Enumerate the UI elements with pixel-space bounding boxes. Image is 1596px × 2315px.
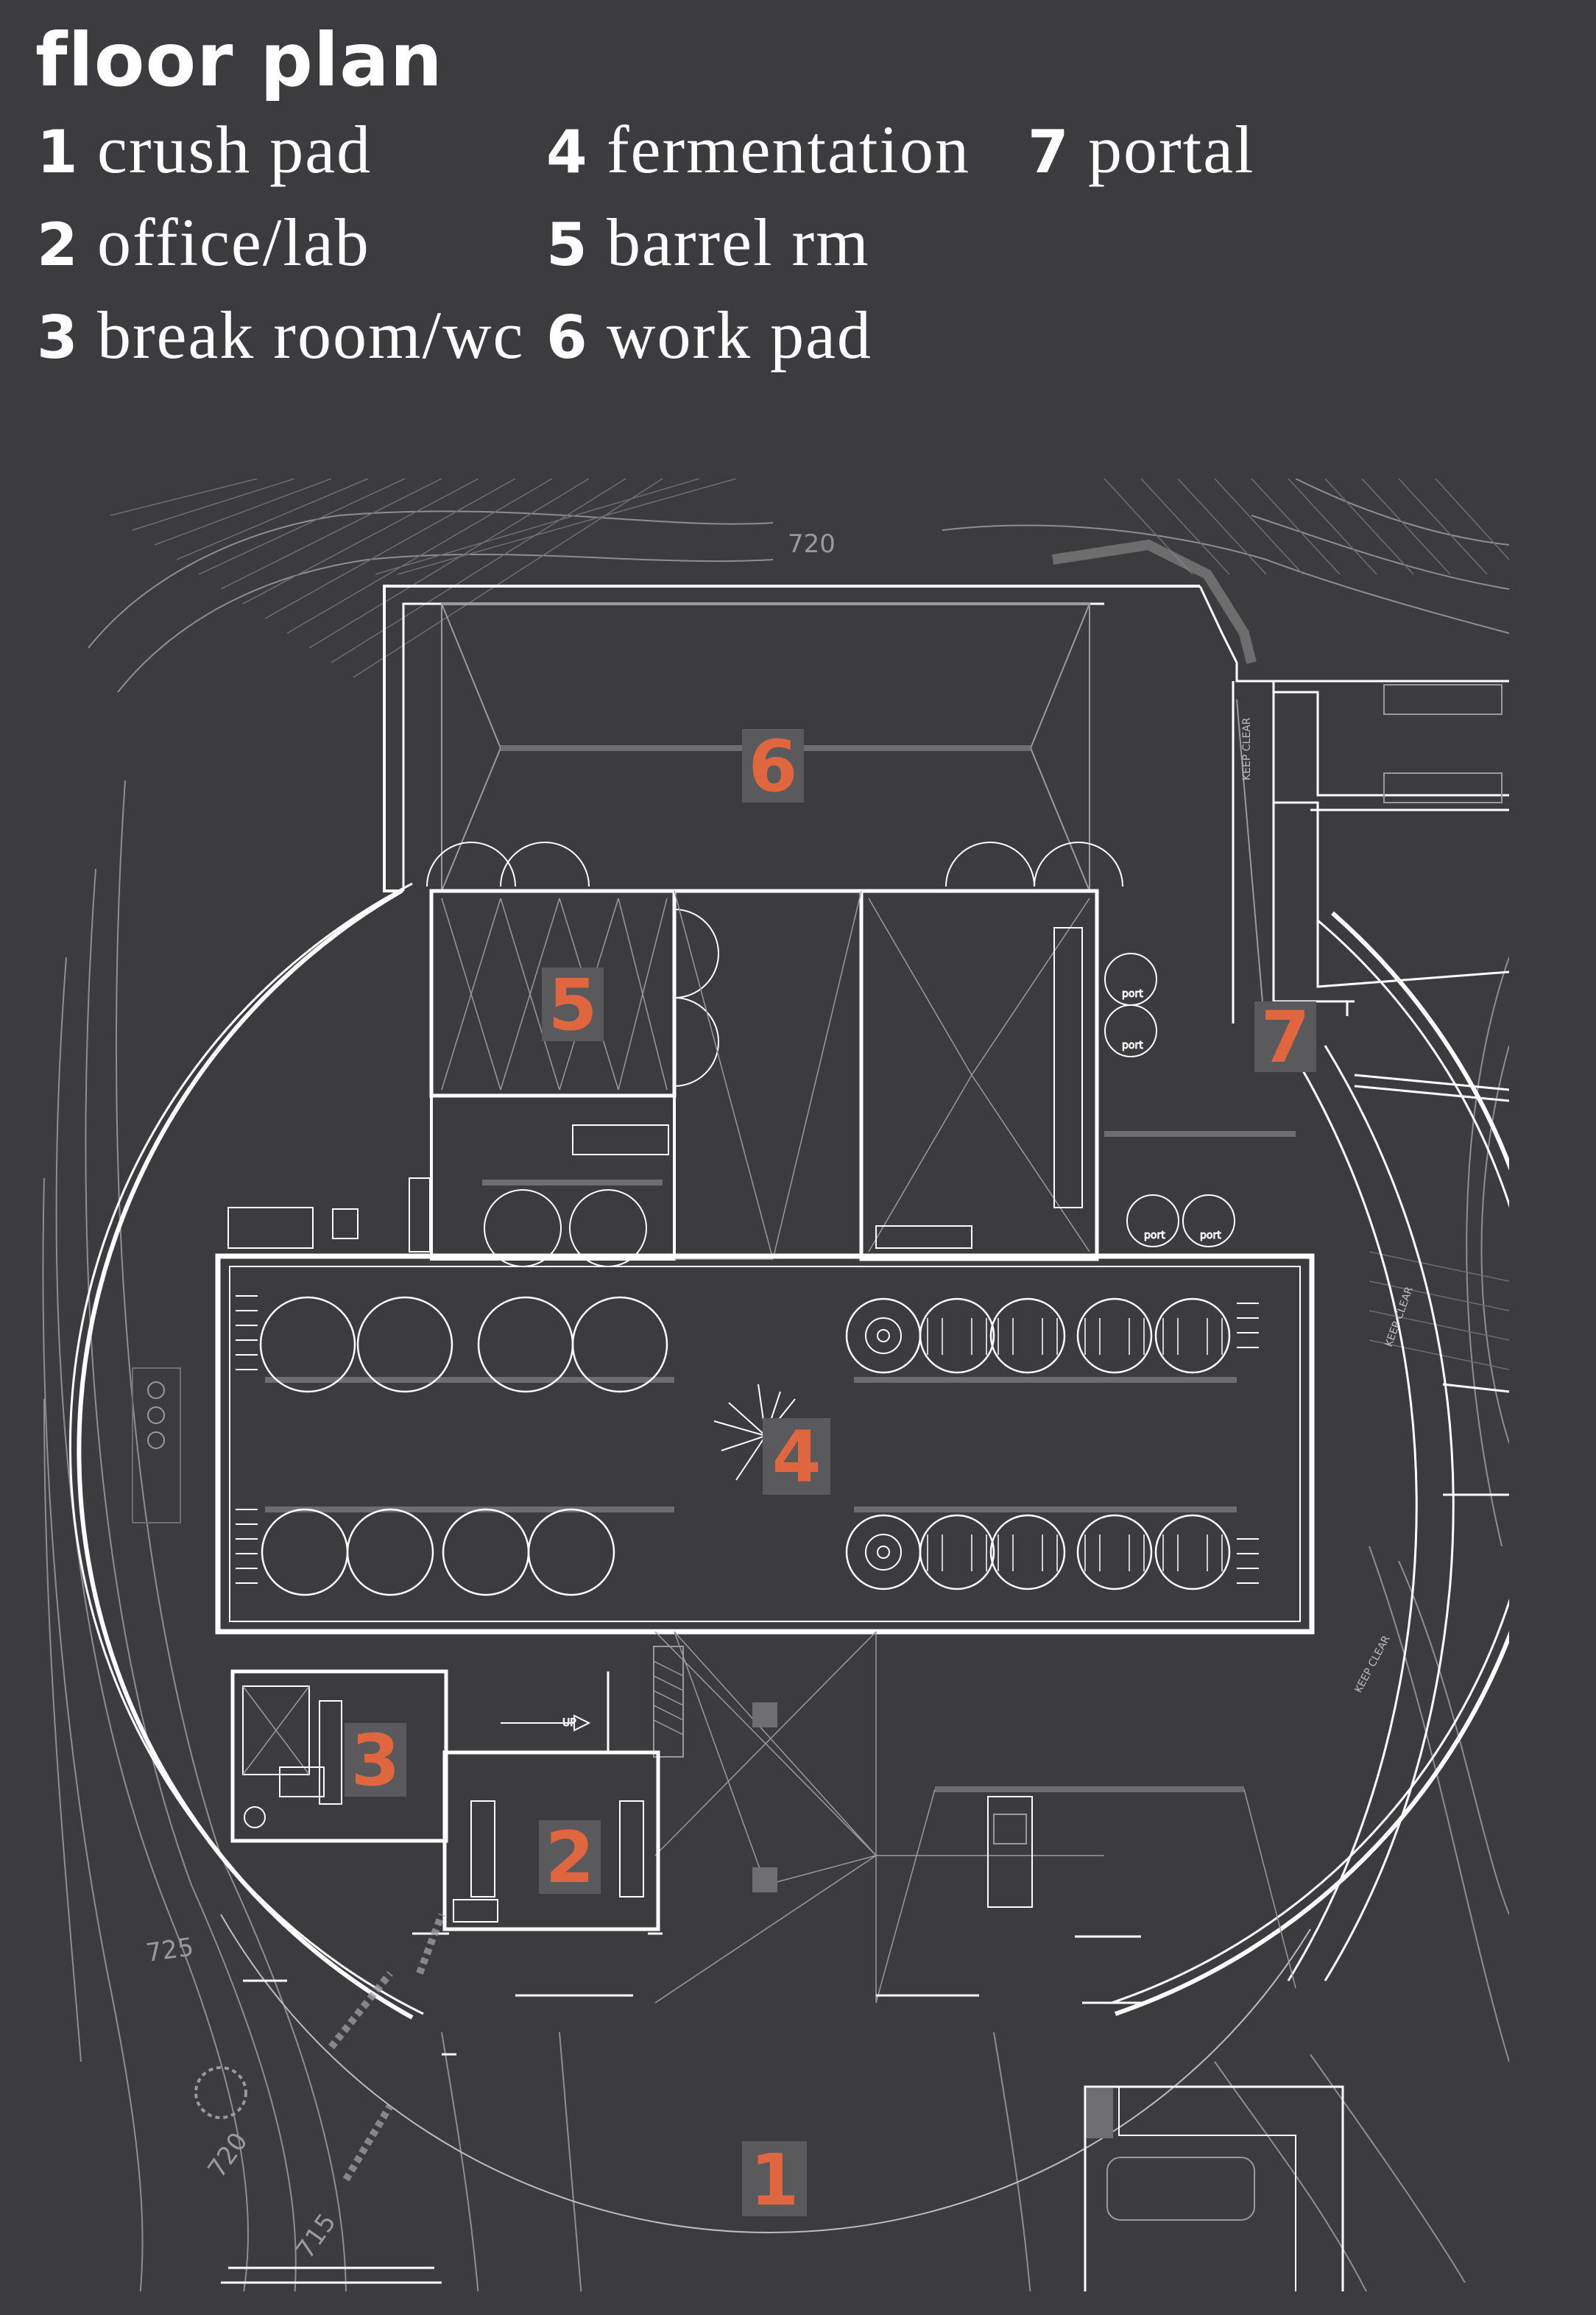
elevation-label: 720	[788, 529, 836, 559]
elevation-label: 725	[144, 1932, 196, 1968]
legend-item-fermentation: 4 fermentation	[546, 110, 970, 191]
legend-number: 6	[546, 303, 587, 372]
legend-number: 1	[37, 118, 78, 186]
elevation-label: 720	[202, 2127, 254, 2183]
legend-number: 3	[37, 303, 78, 372]
port-label: port	[1200, 1230, 1221, 1241]
room-number: 2	[545, 1817, 595, 1899]
legend-label: break room/wc	[97, 297, 525, 373]
room-number: 4	[772, 1416, 822, 1498]
port-label: port	[1144, 1230, 1165, 1241]
crush-pad-area	[194, 1913, 1344, 2291]
elevation-labels: 720 725 720 715	[144, 529, 836, 2264]
slope-hatching	[110, 479, 1509, 1370]
fermentation-hall	[132, 1253, 1315, 1635]
legend-label: portal	[1088, 112, 1255, 187]
keep-clear-label: KEEP CLEAR	[1352, 1634, 1392, 1695]
room-marker-1: 1	[742, 2139, 807, 2221]
legend-number: 7	[1028, 118, 1069, 186]
elevation-label: 715	[291, 2208, 342, 2264]
room-number: 6	[749, 725, 798, 808]
legend-item-office-lab: 2 office/lab	[37, 203, 370, 284]
room-marker-3: 3	[345, 1719, 406, 1802]
up-arrow-label: UP	[562, 1717, 576, 1729]
legend-label: office/lab	[97, 205, 370, 280]
lower-rooms: UP	[230, 1631, 1296, 2004]
room-number: 1	[750, 2139, 799, 2221]
room-marker-7: 7	[1254, 996, 1316, 1079]
legend-item-work-pad: 6 work pad	[546, 296, 872, 377]
room-number: 7	[1261, 996, 1310, 1079]
room-marker-5: 5	[542, 964, 604, 1046]
keep-clear-label: KEEP CLEAR	[1383, 1285, 1416, 1348]
circular-wall	[68, 882, 1509, 2233]
legend-item-portal: 7 portal	[1028, 110, 1255, 191]
keep-clear-label: KEEP CLEAR	[1241, 717, 1253, 781]
port-label: port	[1122, 988, 1143, 1000]
legend-label: fermentation	[607, 112, 971, 187]
legend-number: 5	[546, 211, 587, 279]
port-label: port	[1122, 1040, 1143, 1051]
room-number: 5	[548, 964, 598, 1046]
legend-item-break-room: 3 break room/wc	[37, 296, 524, 377]
legend-item-barrel-rm: 5 barrel rm	[546, 203, 870, 284]
ramp-right	[1287, 1045, 1509, 1981]
room-markers: 1 2 3 4 5 6 7	[345, 725, 1316, 2221]
work-pad-area	[383, 539, 1509, 892]
legend-label: work pad	[607, 297, 872, 373]
legend-number: 2	[37, 211, 78, 279]
barrel-room: port port port port	[227, 889, 1296, 1267]
legend-number: 4	[546, 118, 587, 186]
room-marker-6: 6	[742, 725, 804, 808]
room-marker-4: 4	[763, 1416, 830, 1498]
page-title: floor plan	[35, 17, 443, 103]
keep-clear-signs: KEEP CLEAR KEEP CLEAR KEEP CLEAR	[1241, 717, 1416, 1695]
legend-item-crush-pad: 1 crush pad	[37, 110, 372, 191]
legend-label: crush pad	[97, 112, 372, 187]
legend-label: barrel rm	[607, 205, 870, 280]
room-number: 3	[351, 1719, 400, 1802]
room-marker-2: 2	[539, 1817, 601, 1899]
